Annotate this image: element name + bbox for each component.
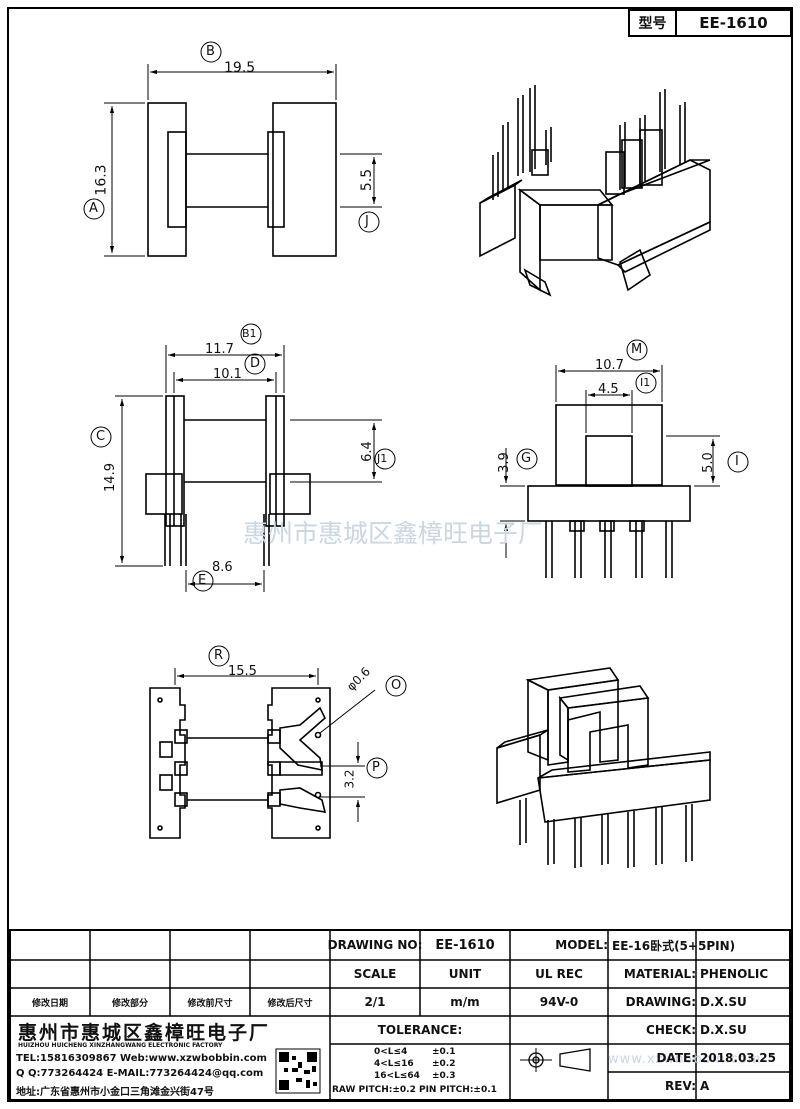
bottom-view [149,645,407,839]
company-name-cn: 惠州市惠城区鑫樟旺电子厂 [18,1022,271,1044]
company-address: 地址:广东省惠州市小金口三角滩金兴街47号 [16,1087,214,1098]
callout-side-width: M [631,342,643,357]
header-model-box [628,9,792,37]
dim-side-right: 5.0 [700,452,716,473]
drawing-value: D.X.SU [700,995,747,1009]
callout-front-e: E [198,573,207,588]
callout-bottom-pitch: P [372,760,380,775]
callout-top-width: B [206,44,215,59]
title-block-grid [9,929,791,1101]
callout-side-left: G [521,451,532,466]
material-value: PHENOLIC [700,967,769,981]
side-view [500,339,749,578]
callout-front-height: C [96,429,106,444]
unit-value: m/m [450,995,480,1009]
callout-top-gap: J [365,214,369,229]
ul-rec-label: UL REC [535,967,583,981]
rev-header-part: 修改部分 [111,998,148,1009]
dim-front-e: 8.6 [212,560,233,575]
drawing-no-value: EE-1610 [435,937,495,953]
qr-code-icon [279,1052,317,1090]
rev-header-date: 修改日期 [31,998,68,1009]
dim-side-left: 3.9 [496,452,512,473]
tolerance-table: 0<L≤4 ±0.1 4<L≤16 ±0.2 16<L≤64 ±0.3 [374,1046,455,1082]
dim-side-width: 10.7 [595,358,624,373]
model-value: EE-16卧式(5+5PIN) [612,938,736,953]
callout-bottom-hole: O [391,678,402,693]
dim-front-j1: 6.4 [359,441,375,462]
dim-top-width: 19.5 [224,60,256,76]
isometric-view-1 [479,85,711,297]
dim-front-d: 10.1 [213,367,242,382]
watermark-center: 惠州市惠城区鑫樟旺电子厂 [243,519,544,548]
dim-front-height: 14.9 [102,463,118,492]
dim-front-b1: 11.7 [205,342,234,357]
rev-header-after: 修改后尺寸 [267,998,313,1009]
callout-top-height: A [89,201,98,216]
callout-front-j1: J1 [377,452,388,465]
date-value: 2018.03.25 [700,1051,776,1065]
callout-front-b1: B1 [242,327,257,340]
tolerance-range: 16<L≤64 [374,1071,420,1081]
tolerance-label: TOLERANCE: [377,1023,463,1037]
watermark-bottom: www.xzwbobbin.com [608,1052,762,1067]
model-label: MODEL: [555,938,608,952]
header-model-value: EE-1610 [699,14,768,32]
callout-front-d: D [250,356,261,371]
material-label: MATERIAL: [623,967,696,981]
company-tel: TEL:15816309867 Web:www.xzwbobbin.com [16,1053,267,1064]
scale-label: SCALE [353,967,397,981]
unit-label: UNIT [448,967,482,981]
tolerance-range: 4<L≤16 [374,1059,414,1069]
dim-top-height: 16.3 [93,164,110,196]
tolerance-value: ±0.3 [432,1071,456,1081]
ul-rec-value: 94V-0 [539,995,579,1009]
tolerance-range: 0<L≤4 [374,1047,408,1057]
scale-value: 2/1 [364,995,386,1009]
callout-side-right: I [735,454,739,469]
callout-bottom-width: R [214,648,224,663]
check-label: CHECK: [646,1023,696,1037]
callout-side-inner: I1 [640,376,651,389]
header-model-label: 型号 [638,16,667,32]
isometric-view-2 [496,667,711,868]
tolerance-value: ±0.1 [432,1047,456,1057]
raw-pitch: RAW PITCH:±0.2 PIN PITCH:±0.1 [332,1085,497,1095]
front-view [90,323,396,592]
drawing-no-label: DRAWING NO: [327,938,423,952]
tolerance-value: ±0.2 [432,1059,456,1069]
date-label: DATE: [656,1051,697,1065]
dim-bottom-pitch: 3.2 [342,769,357,789]
dim-bottom-width: 15.5 [228,664,257,679]
company-qq: Q Q:773264424 E-MAIL:773264424@qq.com [16,1068,264,1079]
check-value: D.X.SU [700,1023,747,1037]
company-name-en: HUIZHOU HUICHENG XINZHANGWANG ELECTRONIC… [18,1042,223,1049]
dim-top-gap: 5.5 [359,168,376,192]
rev-header-before: 修改前尺寸 [187,998,233,1009]
drawing-label: DRAWING: [625,995,696,1009]
rev-label: REV: [665,1079,696,1093]
top-view [83,41,382,257]
rev-value: A [700,1079,710,1093]
dim-side-inner: 4.5 [598,382,619,397]
